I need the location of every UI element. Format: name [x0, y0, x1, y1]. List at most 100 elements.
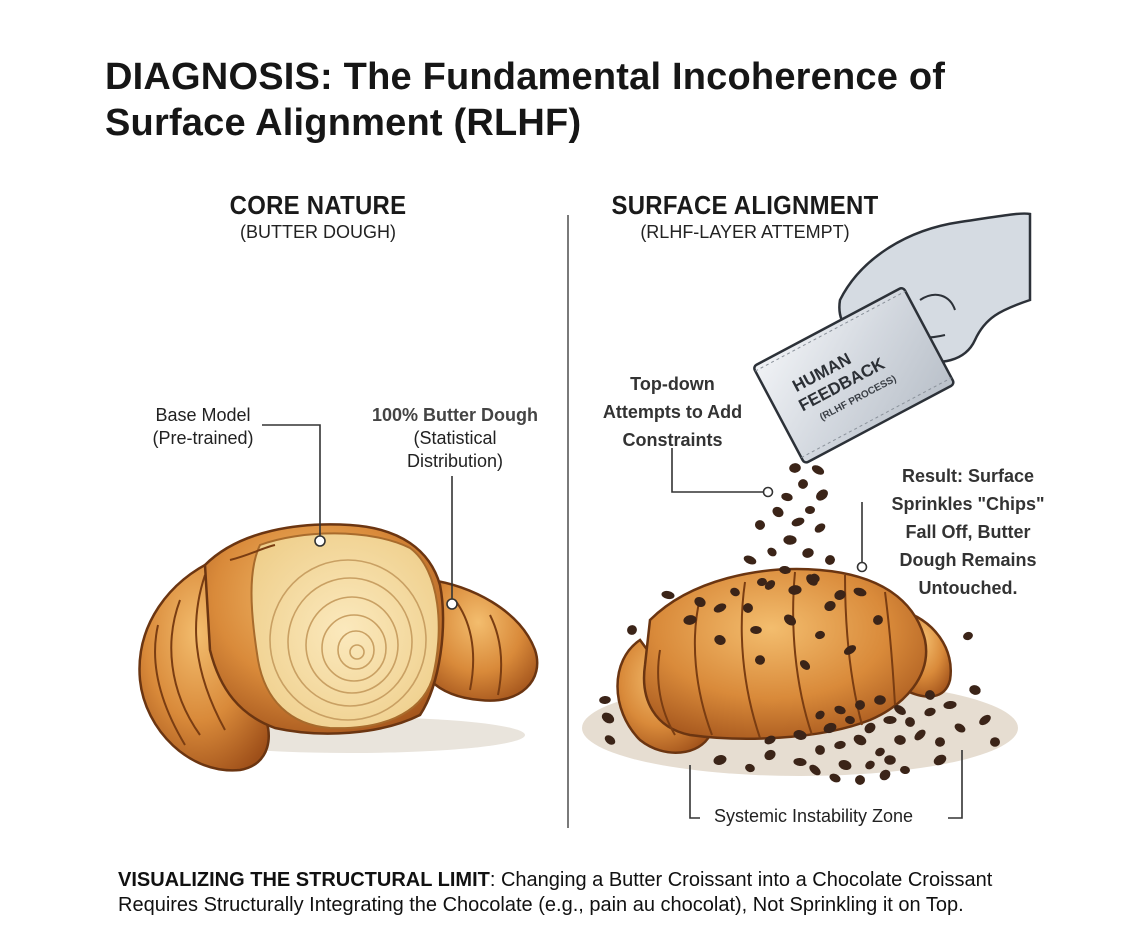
footer-line1: : Changing a Butter Croissant into a Cho… — [489, 869, 993, 891]
right-panel-subheading: (RLHF-LAYER ATTEMPT) — [640, 222, 850, 242]
chocolate-chip — [879, 769, 891, 781]
chocolate-chip — [875, 747, 885, 757]
chocolate-chip — [601, 712, 615, 724]
result-label: Result: Surface Sprinkles "Chips" Fall O… — [878, 462, 1058, 602]
chocolate-chip — [834, 590, 846, 600]
chocolate-chip — [713, 755, 727, 765]
chocolate-chip — [764, 735, 776, 745]
chocolate-chip — [823, 722, 837, 734]
chocolate-chip — [755, 655, 765, 665]
result-line4: Dough Remains — [899, 550, 1037, 570]
chocolate-chip — [855, 700, 865, 710]
chocolate-chip — [767, 547, 777, 557]
result-line5: Untouched. — [918, 578, 1018, 598]
topdown-line2: Attempts to Add — [602, 402, 743, 422]
chocolate-chip — [816, 489, 828, 501]
chocolate-chip — [799, 660, 811, 670]
chocolate-chip — [694, 596, 706, 608]
chocolate-chip — [743, 603, 753, 613]
base-model-sub: (Pre-trained) — [152, 428, 254, 448]
topdown-label: Top-down Attempts to Add Constraints — [590, 370, 755, 454]
chocolate-chip — [874, 695, 886, 705]
butter-croissant — [138, 523, 539, 772]
left-panel-header: CORE NATURE (BUTTER DOUGH) — [153, 190, 483, 244]
butter-dough-marker — [446, 598, 458, 610]
chocolate-chip — [714, 635, 726, 645]
chocolate-chip — [802, 548, 814, 558]
chocolate-chip — [865, 760, 875, 770]
chocolate-chip — [834, 705, 846, 715]
butter-dough-sub1: (Statistical — [413, 428, 497, 448]
chocolate-chip — [811, 465, 825, 475]
instability-zone-label: Systemic Instability Zone — [714, 806, 914, 826]
result-line1: Result: Surface — [901, 466, 1035, 486]
chocolate-chip — [750, 625, 762, 635]
chocolate-chip — [853, 587, 867, 597]
footer-caption: VISUALIZING THE STRUCTURAL LIMIT: Changi… — [118, 868, 1078, 918]
chocolate-chip — [873, 615, 883, 625]
right-panel-heading: SURFACE ALIGNMENT — [611, 190, 879, 220]
chocolate-chip — [789, 463, 801, 473]
chocolate-chip — [743, 555, 757, 565]
chocolate-chips — [599, 447, 1000, 785]
chocolate-chip — [755, 520, 765, 530]
chocolate-chip — [825, 555, 835, 565]
chocolate-chip — [805, 505, 815, 515]
chocolate-chip — [730, 587, 740, 597]
chocolate-chip — [791, 517, 805, 527]
chocolate-chip — [935, 737, 945, 747]
chocolate-chip — [843, 645, 857, 655]
chocolate-chip — [905, 717, 915, 727]
topdown-line3: Constraints — [622, 430, 723, 450]
chocolate-chip — [933, 754, 947, 766]
chocolate-chip — [627, 625, 637, 635]
chocolate-chip — [809, 764, 821, 776]
base-model-marker — [314, 535, 326, 547]
chocolate-chip — [793, 757, 807, 767]
chocolate-chip — [815, 745, 825, 755]
butter-dough-label: 100% Butter Dough (Statistical Distribut… — [350, 404, 560, 473]
chocolate-chip — [969, 685, 981, 695]
butter-dough-title: 100% Butter Dough — [371, 405, 539, 425]
chocolate-chip — [990, 737, 1000, 747]
chocolate-chip — [745, 763, 755, 773]
chocolate-chip — [784, 614, 796, 626]
chocolate-chip — [884, 755, 896, 765]
chocolate-chip — [883, 715, 897, 725]
chocolate-chip — [815, 710, 825, 720]
chocolate-chip — [798, 479, 808, 489]
chocolate-chip — [853, 734, 867, 746]
chocolate-chip — [954, 723, 966, 733]
chocolate-chip — [979, 714, 991, 726]
chocolate-chip — [824, 600, 836, 612]
chocolate-chip — [834, 740, 846, 750]
base-model-title: Base Model — [155, 405, 251, 425]
footer-bold: VISUALIZING THE STRUCTURAL LIMIT — [118, 869, 490, 891]
result-line3: Fall Off, Butter — [905, 522, 1031, 542]
chocolate-chip — [894, 735, 906, 745]
chocolate-chip — [810, 573, 820, 583]
base-model-label: Base Model (Pre-trained) — [148, 404, 258, 450]
chocolate-chip — [925, 690, 935, 700]
result-line2: Sprinkles "Chips" — [891, 494, 1045, 514]
human-feedback-packet: HUMAN FEEDBACK (RLHF PROCESS) — [753, 286, 955, 464]
chocolate-chip — [829, 773, 841, 783]
chocolate-chip — [963, 631, 973, 641]
chocolate-chip — [894, 704, 906, 716]
chocolate-chip — [757, 577, 767, 587]
chocolate-chip — [772, 506, 784, 518]
chocolate-chip — [814, 523, 826, 533]
chocolate-chip — [779, 565, 791, 575]
chocolate-chip — [845, 715, 855, 725]
chocolate-chip — [599, 695, 611, 705]
chocolate-chip — [604, 735, 616, 745]
chocolate-chip — [793, 730, 807, 740]
topdown-line1: Top-down — [630, 374, 715, 394]
chocolate-chip — [943, 700, 957, 710]
butter-dough-sub2: Distribution) — [406, 451, 504, 471]
right-panel-header: SURFACE ALIGNMENT (RLHF-LAYER ATTEMPT) — [580, 190, 910, 244]
chocolate-chip — [900, 765, 910, 775]
chocolate-chip — [914, 729, 926, 741]
chocolate-chip — [838, 759, 852, 771]
